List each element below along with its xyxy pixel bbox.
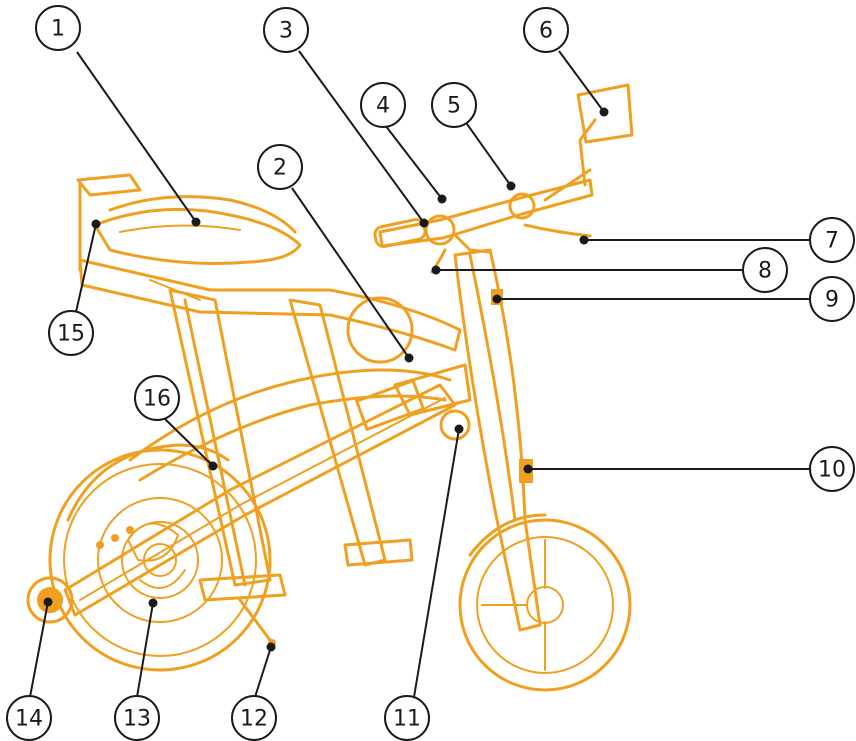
callout-11: 11 (384, 695, 430, 741)
bike-illustration (26, 83, 634, 692)
callout-4-label: 4 (376, 94, 390, 119)
handlebar (373, 168, 594, 274)
steering-column (453, 248, 542, 632)
callout-12: 12 (231, 695, 277, 741)
callout-6: 6 (523, 7, 569, 53)
callout-5-label: 5 (447, 94, 461, 119)
leader-lines (29, 50, 811, 698)
callout-8-label: 8 (758, 259, 772, 284)
callout-4: 4 (360, 82, 406, 128)
callout-13-label: 13 (123, 707, 151, 732)
rear-strut (288, 298, 387, 567)
callout-14-label: 14 (15, 707, 43, 732)
callout-12-label: 12 (240, 707, 268, 732)
callout-15-label: 15 (57, 322, 85, 347)
main-frame (128, 368, 452, 462)
callout-7: 7 (809, 217, 855, 263)
rear-wheel (48, 443, 272, 672)
callout-6-label: 6 (539, 19, 553, 44)
mirror (576, 83, 634, 187)
callout-9: 9 (809, 276, 855, 322)
callout-3-label: 3 (279, 19, 293, 44)
callout-16-label: 16 (143, 387, 171, 412)
callout-1-label: 1 (51, 17, 65, 42)
callout-7-label: 7 (825, 229, 839, 254)
callout-5: 5 (431, 82, 477, 128)
callout-10: 10 (809, 446, 855, 492)
callout-13: 13 (114, 695, 160, 741)
callout-2: 2 (257, 144, 303, 190)
seat-post (168, 288, 272, 587)
callout-3: 3 (263, 7, 309, 53)
callout-9-label: 9 (825, 288, 839, 313)
callout-10-label: 10 (818, 458, 846, 483)
callout-11-label: 11 (393, 707, 421, 732)
callout-14: 14 (6, 695, 52, 741)
callout-2-label: 2 (273, 156, 287, 181)
callout-16: 16 (134, 375, 180, 421)
seat (76, 173, 302, 272)
front-wheel (458, 513, 632, 692)
callout-8: 8 (742, 247, 788, 293)
callout-15: 15 (48, 310, 94, 356)
upper-frame (78, 258, 462, 352)
callout-1: 1 (35, 5, 81, 51)
kickstand (238, 598, 272, 642)
